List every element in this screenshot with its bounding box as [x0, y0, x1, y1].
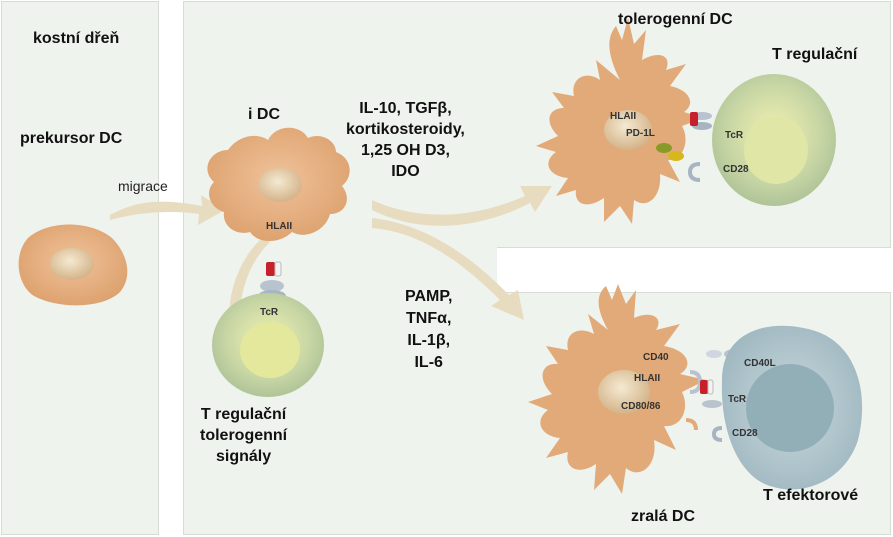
- t-effector-cell: [721, 325, 863, 490]
- mature-dc-cell: [528, 284, 706, 494]
- cd28-label-effector: CD28: [732, 428, 758, 439]
- maturation-factors-label: PAMP, TNFα, IL-1β, IL-6: [405, 286, 452, 374]
- tolerogenic-signals-line: T regulační: [200, 406, 287, 423]
- cd80-86-label: CD80/86: [621, 401, 661, 412]
- immature-dc-label: i DC: [248, 106, 280, 123]
- tolerogenic-dc-cell: [536, 18, 704, 224]
- maturation-factor: TNFα,: [406, 310, 452, 327]
- tolerogenic-factor: kortikosteroidy,: [346, 121, 465, 138]
- maturation-factor: IL-6: [414, 354, 443, 371]
- t-effector-label: T efektorové: [763, 487, 859, 504]
- tolerogenic-factor: IDO: [391, 163, 420, 180]
- hlaii-label-idc: HLAII: [266, 221, 293, 232]
- tcr-label-left: TcR: [260, 307, 279, 318]
- immature-dc-cell: [207, 127, 350, 241]
- tolerogenic-arrow: [372, 186, 552, 226]
- bone-marrow-label: kostní dřeň: [33, 30, 120, 47]
- t-regulatory-top-label: T regulační: [772, 46, 858, 63]
- tolerogenic-signals-label: T regulační tolerogenní signály: [200, 404, 287, 467]
- tcr-label-top: TcR: [725, 130, 744, 141]
- precursor-dc-label: prekursor DC: [20, 130, 123, 147]
- tolerogenic-factors-label: IL-10, TGFβ, kortikosteroidy, 1,25 OH D3…: [346, 98, 465, 182]
- cd28-label-top: CD28: [723, 164, 749, 175]
- hlaii-label-tolerogenic: HLAII: [610, 111, 637, 122]
- panel-gap: [497, 248, 893, 292]
- migration-arrow: [110, 195, 225, 225]
- maturation-arrow: [372, 218, 524, 320]
- hlaii-label-mature: HLAII: [634, 373, 661, 384]
- t-regulatory-cell-top: [712, 74, 836, 206]
- t-regulatory-cell-left: [212, 293, 324, 397]
- maturation-factor: PAMP,: [405, 288, 453, 305]
- migration-label: migrace: [118, 178, 168, 194]
- maturation-factor: IL-1β,: [407, 332, 451, 349]
- precursor-dc-cell: [18, 224, 128, 306]
- tolerogenic-signals-line: tolerogenní: [200, 427, 288, 444]
- tolerogenic-dc-label: tolerogenní DC: [618, 11, 733, 28]
- pd1l-label: PD-1L: [626, 128, 655, 139]
- tolerogenic-factor: 1,25 OH D3,: [360, 142, 450, 159]
- cd40-label: CD40: [643, 352, 669, 363]
- cd40l-label: CD40L: [744, 358, 776, 369]
- tolerogenic-factor: IL-10, TGFβ,: [359, 100, 452, 117]
- tolerogenic-signals-line: signály: [215, 448, 272, 465]
- tolerogenic-dc-receptors: [656, 112, 712, 182]
- mature-dc-label: zralá DC: [631, 508, 696, 525]
- tcr-label-effector: TcR: [728, 394, 747, 405]
